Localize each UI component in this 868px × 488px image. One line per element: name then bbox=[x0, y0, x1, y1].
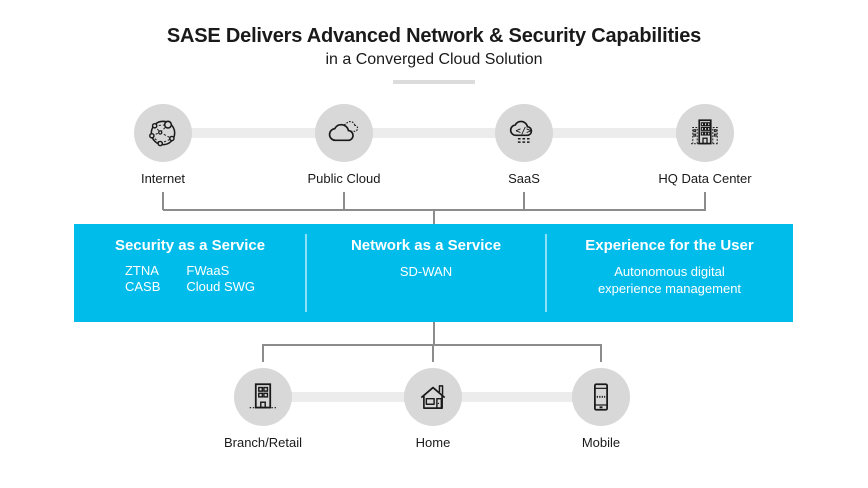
bracket-tick-internet bbox=[162, 192, 164, 210]
node-label-branch-retail: Branch/Retail bbox=[223, 435, 303, 450]
section-title: Network as a Service bbox=[350, 237, 502, 254]
branch-building-icon bbox=[249, 383, 277, 409]
security-items-col1: ZTNA CASB bbox=[125, 263, 160, 295]
top-bracket-drop bbox=[433, 211, 435, 224]
node-home: Home bbox=[373, 368, 493, 450]
node-saas: </> SaaS bbox=[464, 104, 584, 186]
top-bracket-bar bbox=[163, 209, 706, 211]
page-subtitle: in a Converged Cloud Solution bbox=[325, 51, 543, 68]
experience-description: Autonomous digital experience management bbox=[546, 263, 793, 297]
section-security-as-a-service: Security as a Service ZTNA CASB FWaaS Cl… bbox=[74, 224, 306, 322]
bracket-tick-hq bbox=[704, 192, 706, 210]
section-experience-for-user: Experience for the User Autonomous digit… bbox=[546, 224, 793, 322]
bracket-tick-mobile bbox=[600, 344, 602, 362]
banner-divider-1 bbox=[305, 234, 307, 312]
node-label-saas: SaaS bbox=[508, 171, 540, 186]
banner-divider-2 bbox=[545, 234, 547, 312]
security-items-col2: FWaaS Cloud SWG bbox=[186, 263, 255, 295]
code-glyph: </> bbox=[516, 127, 532, 137]
item-sd-wan: SD-WAN bbox=[399, 264, 453, 279]
node-mobile: Mobile bbox=[541, 368, 661, 450]
saas-cloud-code-icon: </> bbox=[509, 120, 533, 143]
security-service-items: ZTNA CASB FWaaS Cloud SWG bbox=[74, 263, 306, 295]
section-title: Security as a Service bbox=[114, 237, 266, 254]
public-cloud-icon bbox=[328, 121, 359, 142]
internet-circle bbox=[134, 104, 192, 162]
node-label-hq-data-center: HQ Data Center bbox=[658, 171, 752, 186]
item-fwaas: FWaaS bbox=[186, 263, 230, 278]
branch-retail-circle bbox=[234, 368, 292, 426]
section-network-as-a-service: Network as a Service SD-WAN bbox=[306, 224, 546, 322]
experience-line-2: experience management bbox=[597, 281, 742, 296]
hq-data-center-circle bbox=[676, 104, 734, 162]
node-internet: Internet bbox=[103, 104, 223, 186]
data-center-building-icon bbox=[691, 119, 719, 145]
bracket-tick-home bbox=[432, 344, 434, 362]
home-icon bbox=[420, 385, 446, 409]
node-hq-data-center: HQ Data Center bbox=[645, 104, 765, 186]
bottom-bracket-drop bbox=[433, 322, 435, 345]
node-label-home: Home bbox=[415, 435, 451, 450]
node-public-cloud: Public Cloud bbox=[284, 104, 404, 186]
item-ztna: ZTNA bbox=[124, 263, 159, 278]
title-divider bbox=[393, 80, 475, 84]
page-title: SASE Delivers Advanced Network & Securit… bbox=[166, 25, 702, 47]
sase-banner: Security as a Service ZTNA CASB FWaaS Cl… bbox=[74, 224, 793, 322]
bracket-tick-branch bbox=[262, 344, 264, 362]
node-label-internet: Internet bbox=[140, 171, 186, 186]
experience-line-1: Autonomous digital bbox=[614, 264, 725, 279]
mobile-phone-icon bbox=[594, 383, 608, 411]
mobile-circle bbox=[572, 368, 630, 426]
internet-network-icon bbox=[149, 120, 176, 147]
top-row-connector-line bbox=[163, 128, 705, 138]
node-label-mobile: Mobile bbox=[581, 435, 621, 450]
section-title: Experience for the User bbox=[585, 237, 754, 254]
item-cloud-swg: Cloud SWG bbox=[186, 279, 256, 294]
saas-circle: </> bbox=[495, 104, 553, 162]
home-circle bbox=[404, 368, 462, 426]
node-label-public-cloud: Public Cloud bbox=[307, 171, 381, 186]
node-branch-retail: Branch/Retail bbox=[203, 368, 323, 450]
bracket-tick-public-cloud bbox=[343, 192, 345, 210]
bracket-tick-saas bbox=[523, 192, 525, 210]
item-casb: CASB bbox=[124, 279, 161, 294]
public-cloud-circle bbox=[315, 104, 373, 162]
